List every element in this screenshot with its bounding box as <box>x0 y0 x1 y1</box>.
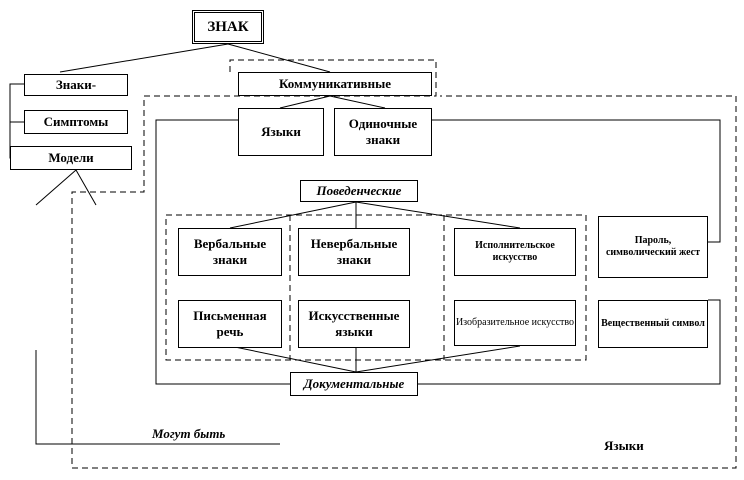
written-speech-box: Письменная речь <box>178 300 282 348</box>
verbal-signs-box: Вербальные знаки <box>178 228 282 276</box>
written-speech-label: Письменная речь <box>193 307 267 339</box>
signs-box: Знаки- <box>24 74 128 96</box>
artificial-languages-box: Искусственные языки <box>298 300 410 348</box>
visual-art-label: Изобразительное искусство <box>455 316 575 328</box>
languages-label: Языки <box>604 438 644 453</box>
password-box: Пароль, символический жест <box>598 216 708 278</box>
behavioral-label: Поведенческие <box>316 182 402 198</box>
visual-art-box: Изобразительное искусство <box>454 300 576 346</box>
models-label: Модели <box>48 149 94 165</box>
performing-art-box: Исполнительское искусство <box>454 228 576 276</box>
material-symbol-label: Вещественный символ <box>601 317 705 329</box>
single-signs-label: Одиночные знаки <box>348 115 418 147</box>
languages-box: Языки <box>238 108 324 156</box>
nonverbal-signs-label: Невербальные знаки <box>310 235 398 267</box>
password-label: Пароль, символический жест <box>605 234 701 259</box>
languages-box-label: Языки <box>261 123 301 139</box>
verbal-signs-label: Вербальные знаки <box>193 235 267 267</box>
communicative-box: Коммуникативные <box>238 72 432 96</box>
material-symbol-box: Вещественный символ <box>598 300 708 348</box>
behavioral-box: Поведенческие <box>300 180 418 202</box>
single-signs-box: Одиночные знаки <box>334 108 432 156</box>
nonverbal-signs-box: Невербальные знаки <box>298 228 410 276</box>
artificial-languages-label: Искусственные языки <box>308 307 400 339</box>
signs-label: Знаки- <box>55 76 97 92</box>
models-box: Модели <box>10 146 132 170</box>
symptoms-label: Симптомы <box>43 113 109 129</box>
root-label: ЗНАК <box>207 18 249 35</box>
root-box: ЗНАК <box>192 10 264 44</box>
performing-art-label: Исполнительское искусство <box>475 239 555 264</box>
can-be-label: Могут быть <box>152 426 226 441</box>
symptoms-box: Симптомы <box>24 110 128 134</box>
communicative-label: Коммуникативные <box>279 75 391 91</box>
documentary-box: Документальные <box>290 372 418 396</box>
documentary-label: Документальные <box>303 375 405 391</box>
